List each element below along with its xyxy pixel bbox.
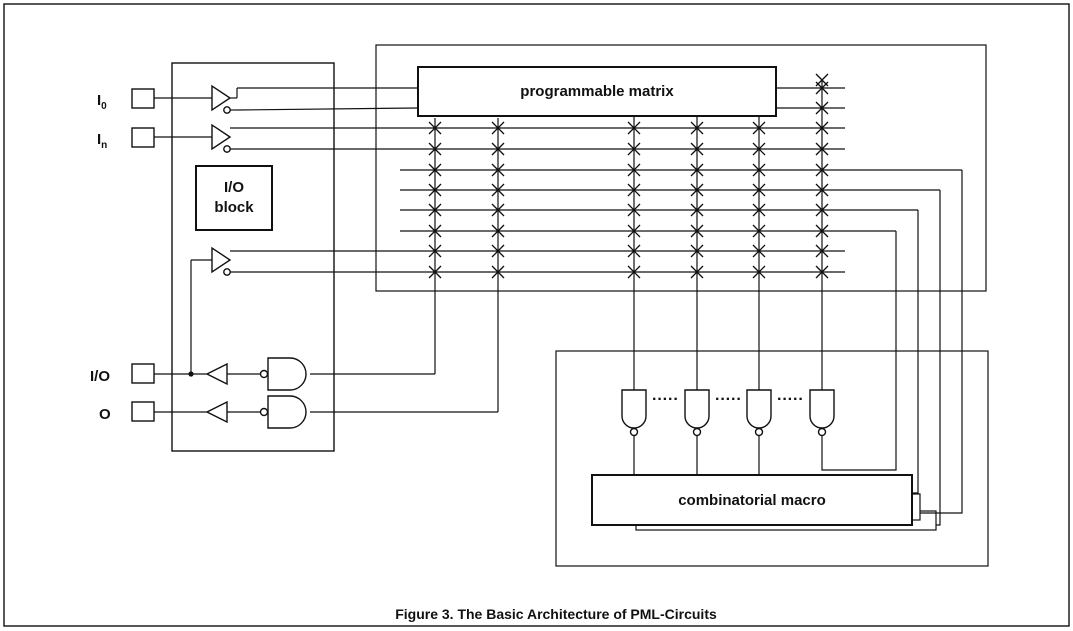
programmable-matrix-box xyxy=(417,66,777,117)
io-block-label-line1: I/O xyxy=(224,179,244,196)
crosspoint-marker xyxy=(491,121,505,135)
figure-frame xyxy=(3,3,1070,627)
pin-i0-label: I0 xyxy=(97,92,107,112)
crosspoint-marker xyxy=(815,101,829,115)
feedback-return-3 xyxy=(912,210,919,494)
gate-ellipsis-1: ····· xyxy=(652,391,679,408)
crosspoint-marker xyxy=(815,81,829,95)
crosspoint-marker xyxy=(752,121,766,135)
crosspoint-marker xyxy=(690,121,704,135)
programmable-matrix-label: programmable matrix xyxy=(520,83,674,100)
feedback-return-4 xyxy=(821,231,897,471)
crosspoint-marker xyxy=(627,142,641,156)
crosspoint-marker xyxy=(690,224,704,238)
crosspoint-marker xyxy=(491,163,505,177)
crosspoint-marker xyxy=(428,121,442,135)
crosspoint-marker xyxy=(815,203,829,217)
figure-caption: Figure 3. The Basic Architecture of PML-… xyxy=(395,606,717,622)
crosspoint-marker xyxy=(815,224,829,238)
pin-io-label: I/O xyxy=(90,368,110,385)
crosspoint-marker xyxy=(752,224,766,238)
nand-gate-3 xyxy=(746,389,772,475)
gate-ellipsis-2: ····· xyxy=(715,391,742,408)
crosspoint-marker xyxy=(428,183,442,197)
crosspoint-marker xyxy=(815,142,829,156)
crosspoint-marker xyxy=(752,265,766,279)
io-block-box xyxy=(195,165,273,231)
crosspoint-marker xyxy=(627,203,641,217)
crosspoint-marker xyxy=(491,142,505,156)
pin-io-square xyxy=(131,363,155,384)
crosspoint-marker xyxy=(428,244,442,258)
crosspoint-marker xyxy=(690,265,704,279)
crosspoint-marker xyxy=(752,163,766,177)
pin-o-label: O xyxy=(99,406,111,423)
feedback-return-2 xyxy=(936,190,941,526)
crosspoint-marker xyxy=(627,265,641,279)
crosspoint-marker xyxy=(428,265,442,279)
crosspoint-marker xyxy=(815,265,829,279)
crosspoint-marker xyxy=(627,163,641,177)
crosspoint-marker xyxy=(752,203,766,217)
crosspoint-marker xyxy=(428,224,442,238)
crosspoint-marker xyxy=(690,183,704,197)
crosspoint-marker xyxy=(627,121,641,135)
crosspoint-marker xyxy=(491,265,505,279)
crosspoint-marker xyxy=(690,203,704,217)
io-block-panel xyxy=(171,62,335,452)
pin-i0-square xyxy=(131,88,155,109)
crosspoint-marker xyxy=(815,183,829,197)
crosspoint-marker xyxy=(815,163,829,177)
matrix-crosspoints xyxy=(428,73,829,279)
crosspoint-marker xyxy=(491,244,505,258)
nand-gate-1 xyxy=(621,389,647,475)
feedback-buffer xyxy=(190,246,845,374)
pin-in-label: In xyxy=(97,131,107,151)
combinatorial-macro-box xyxy=(591,474,913,526)
crosspoint-marker xyxy=(491,183,505,197)
pin-in-square xyxy=(131,127,155,148)
crosspoint-marker xyxy=(690,142,704,156)
crosspoint-marker xyxy=(815,244,829,258)
crosspoint-marker xyxy=(428,203,442,217)
nand-gate-2 xyxy=(684,389,710,475)
crosspoint-marker xyxy=(690,244,704,258)
crosspoint-marker xyxy=(752,142,766,156)
crosspoint-marker xyxy=(491,224,505,238)
input-buffer-i0 xyxy=(154,84,419,114)
crosspoint-marker xyxy=(491,203,505,217)
io-output-path xyxy=(154,357,307,391)
crosspoint-marker xyxy=(627,244,641,258)
combinatorial-macro-label: combinatorial macro xyxy=(678,492,826,509)
crosspoint-marker xyxy=(627,224,641,238)
io-block-label-line2: block xyxy=(214,199,254,216)
gate-ellipsis-3: ····· xyxy=(777,391,804,408)
crosspoint-marker xyxy=(690,163,704,177)
input-buffer-in xyxy=(154,123,845,153)
matrix-region-panel xyxy=(375,44,987,292)
crosspoint-marker xyxy=(627,183,641,197)
crosspoint-marker xyxy=(428,142,442,156)
feedback-return-1 xyxy=(920,170,963,514)
gate-region-panel xyxy=(555,350,989,567)
o-output-path xyxy=(154,395,307,429)
crosspoint-marker xyxy=(752,183,766,197)
crosspoint-marker xyxy=(428,163,442,177)
crosspoint-marker xyxy=(815,121,829,135)
nand-gate-4 xyxy=(809,389,835,437)
pin-o-square xyxy=(131,401,155,422)
crosspoint-marker xyxy=(752,244,766,258)
